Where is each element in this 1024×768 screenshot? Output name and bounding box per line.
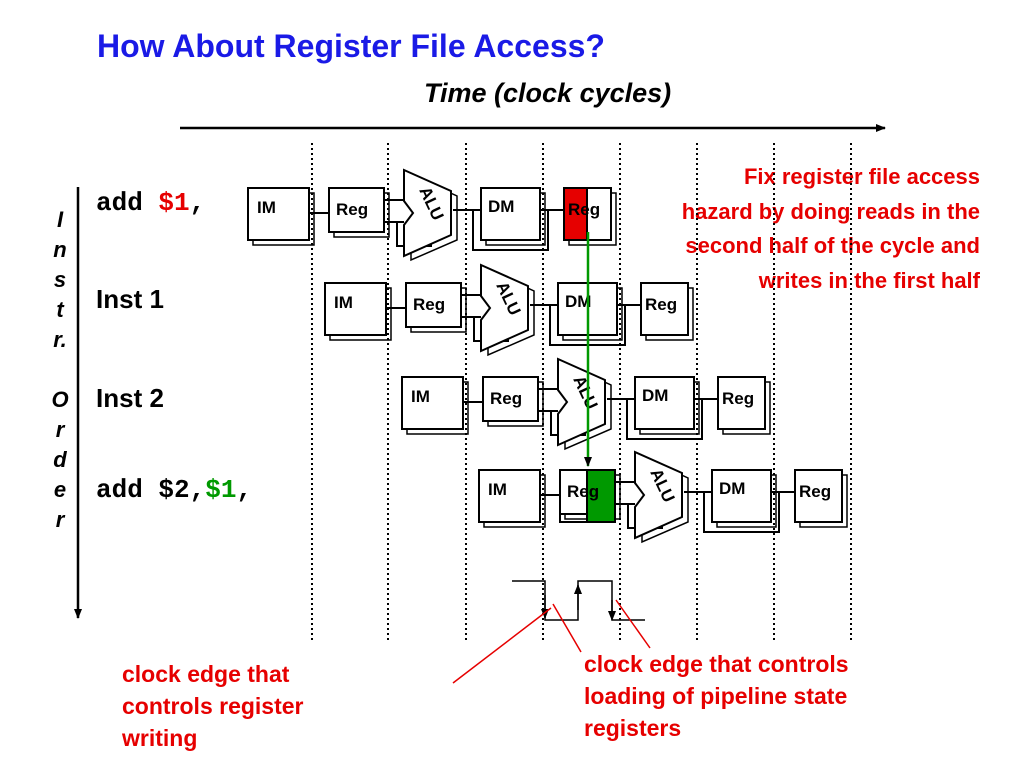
alu-stage-shape xyxy=(403,168,452,258)
reg-read-stage-box xyxy=(328,187,385,233)
im-stage-box xyxy=(247,187,310,241)
order-letter: t xyxy=(56,297,64,322)
im-label: IM xyxy=(488,480,507,499)
im-stage-box xyxy=(478,469,541,523)
dm-label: DM xyxy=(488,197,514,216)
order-letter: I xyxy=(56,207,64,232)
dm-stage-box xyxy=(634,376,695,430)
reg-write-stage-box xyxy=(794,469,843,523)
im-stage-box xyxy=(324,282,387,336)
im-label: IM xyxy=(334,293,353,312)
order-letter: r. xyxy=(53,327,67,352)
alu-stage-shape xyxy=(557,357,606,447)
dm-label: DM xyxy=(719,479,745,498)
reg-write-label: Reg xyxy=(645,295,677,314)
reg-write-stage-box xyxy=(717,376,766,430)
time-axis-label: Time (clock cycles) xyxy=(424,78,672,108)
dm-bypass-wire xyxy=(703,492,780,533)
clock-waveform xyxy=(512,580,645,621)
instruction-row-2-label: Inst 1 xyxy=(96,284,164,314)
reg-read-stage-box xyxy=(405,282,462,328)
reg-write-label: Reg xyxy=(722,389,754,408)
register-write-edge-note: clock edge that controls register writin… xyxy=(122,661,304,751)
reg-read-stage-outline xyxy=(559,469,616,523)
order-letter: r xyxy=(55,507,65,532)
dm-bypass-wire xyxy=(472,210,549,251)
instruction-row-3-label: Inst 2 xyxy=(96,383,164,413)
hazard-fix-note: Fix register file access hazard by doing… xyxy=(681,164,980,293)
dm-bypass-wire xyxy=(626,399,703,440)
im-label: IM xyxy=(257,198,276,217)
order-letter: e xyxy=(53,477,67,502)
order-letter: O xyxy=(51,387,69,412)
reg-write-stage-box xyxy=(640,282,689,336)
instruction-row-4-label: add $2,$1, xyxy=(96,475,252,505)
instruction-4-operand: $1 xyxy=(205,475,237,505)
order-letter: r xyxy=(55,417,65,442)
write-edge-pointer xyxy=(452,607,552,684)
dm-label: DM xyxy=(565,292,591,311)
load-edge-pointer-2 xyxy=(615,599,651,649)
im-label: IM xyxy=(411,387,430,406)
reg-read-label: Reg xyxy=(336,200,368,219)
order-letter: d xyxy=(53,447,67,472)
reg-write-label: Reg xyxy=(568,200,600,219)
dm-stage-box xyxy=(711,469,772,523)
reg-read-label: Reg xyxy=(490,389,522,408)
instruction-4-suffix: , xyxy=(236,475,253,505)
im-stage-box xyxy=(401,376,464,430)
reg-read-stage-box xyxy=(482,376,539,422)
reg-read-label: Reg xyxy=(413,295,445,314)
order-letter: n xyxy=(53,237,67,262)
instruction-4-prefix: add $2, xyxy=(96,475,206,505)
instruction-row-1-label: add $1, xyxy=(96,188,205,218)
load-edge-pointer-1 xyxy=(552,603,582,653)
order-letter: s xyxy=(53,267,67,292)
instruction-1-operand: $1 xyxy=(158,188,190,218)
reg-write-label: Reg xyxy=(799,482,831,501)
alu-stage-shape xyxy=(634,450,683,540)
instruction-1-prefix: add xyxy=(96,188,159,218)
instruction-1-suffix: , xyxy=(189,188,206,218)
page-title: How About Register File Access? xyxy=(97,28,605,64)
reg-read-label: Reg xyxy=(567,482,599,501)
pipeline-register-edge-note: clock edge that controls loading of pipe… xyxy=(584,651,849,741)
write-half-highlight xyxy=(563,187,588,241)
dm-label: DM xyxy=(642,386,668,405)
alu-stage-shape xyxy=(480,263,529,353)
dm-stage-box xyxy=(480,187,541,241)
